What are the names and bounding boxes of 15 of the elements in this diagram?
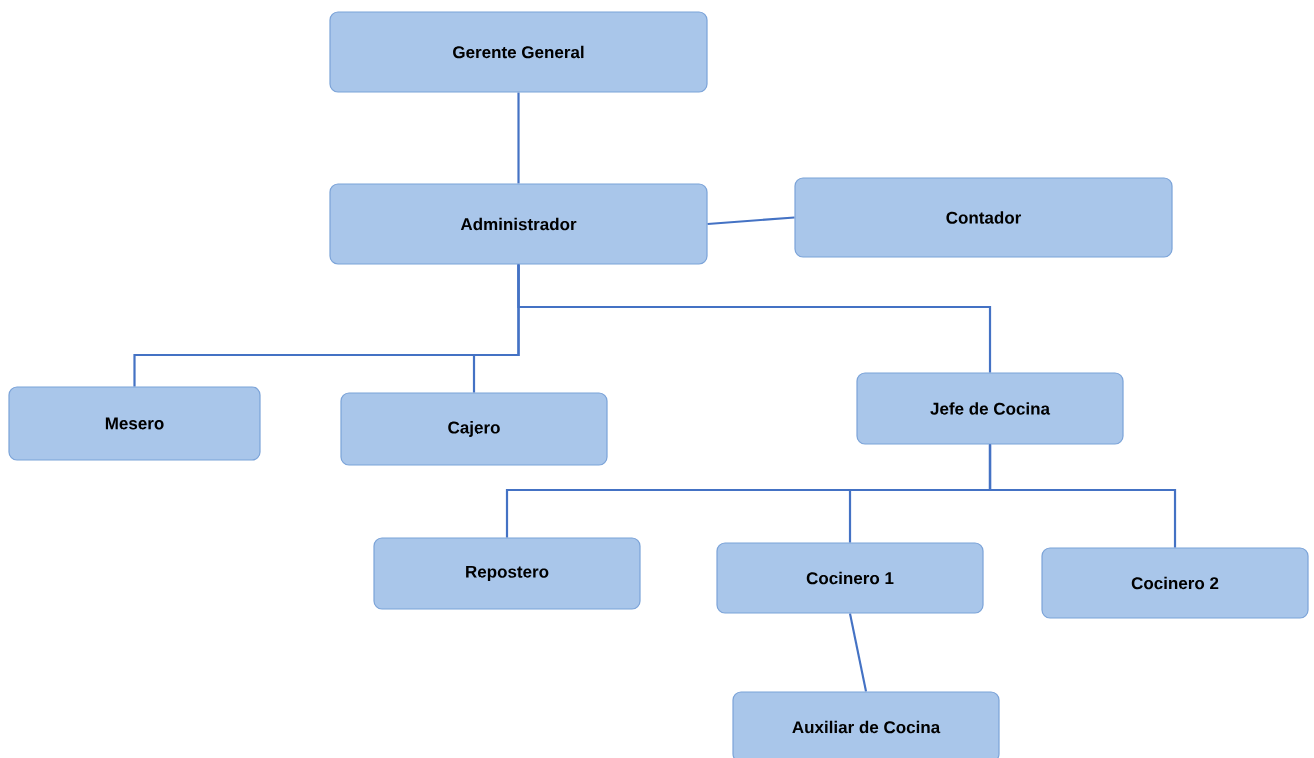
position-box: Gerente General — [329, 11, 708, 93]
position-box: Cajero — [340, 392, 608, 466]
position-box: Repostero — [373, 537, 641, 610]
position-box: Auxiliar de Cocina — [732, 691, 1000, 758]
position-box: Mesero — [8, 386, 261, 461]
position-box: Jefe de Cocina — [856, 372, 1124, 445]
connector-line — [517, 264, 992, 373]
connector-line — [517, 92, 520, 184]
position-box: Cocinero 2 — [1041, 547, 1309, 619]
connector-line — [848, 613, 868, 692]
position-box: Cocinero 1 — [716, 542, 984, 614]
position-box: Administrador — [329, 183, 708, 265]
connector-line — [707, 216, 795, 226]
connector-line — [988, 444, 1177, 548]
position-box: Contador — [794, 177, 1173, 258]
